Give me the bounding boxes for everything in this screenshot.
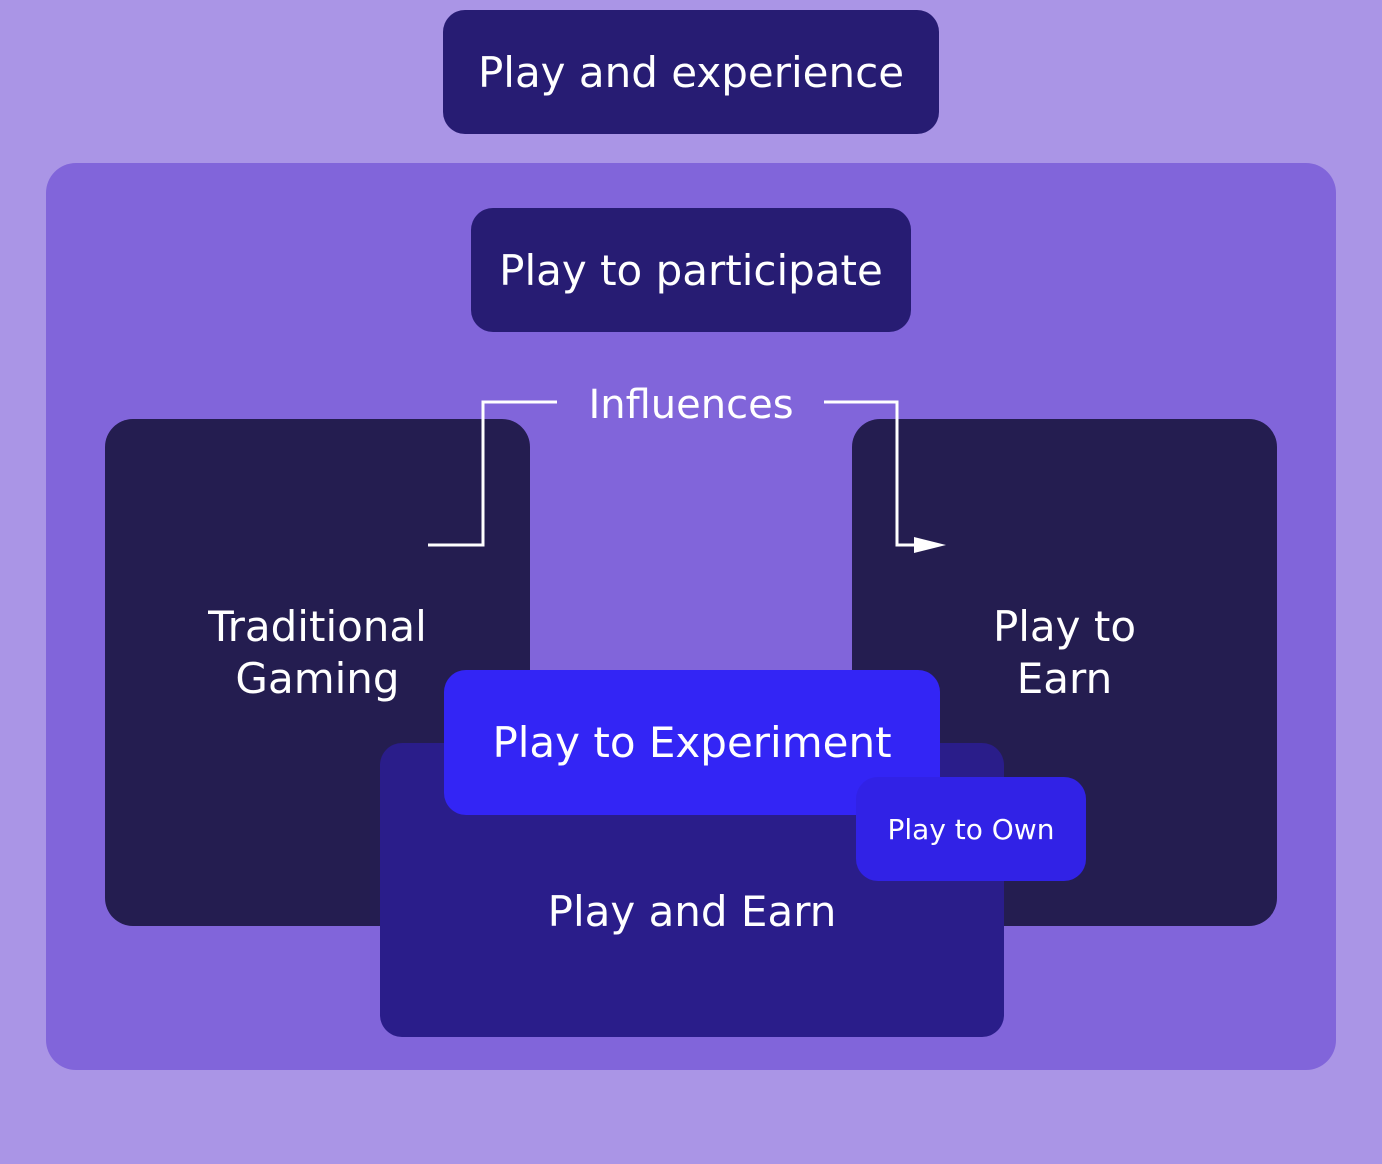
play-to-participate-label: Play to participate [499, 245, 883, 295]
influences-label-container: Influences [560, 378, 822, 432]
play-and-experience-label: Play and experience [477, 47, 905, 97]
traditional-gaming-line2: Gaming [235, 653, 400, 703]
traditional-gaming-line1: Traditional [208, 601, 427, 651]
traditional-gaming-label: Traditional Gaming [208, 601, 427, 705]
play-to-own-box: Play to Own [856, 777, 1086, 881]
play-and-earn-label: Play and Earn [547, 887, 837, 936]
play-to-earn-line2: Earn [1016, 653, 1113, 703]
play-to-own-label: Play to Own [887, 812, 1055, 846]
influences-label: Influences [588, 382, 794, 428]
play-to-participate-box: Play to participate [471, 208, 911, 332]
play-to-earn-line1: Play to [992, 601, 1137, 651]
play-to-experiment-label: Play to Experiment [492, 718, 892, 767]
play-to-earn-label: Play to Earn [993, 601, 1136, 705]
play-and-experience-box: Play and experience [443, 10, 939, 134]
